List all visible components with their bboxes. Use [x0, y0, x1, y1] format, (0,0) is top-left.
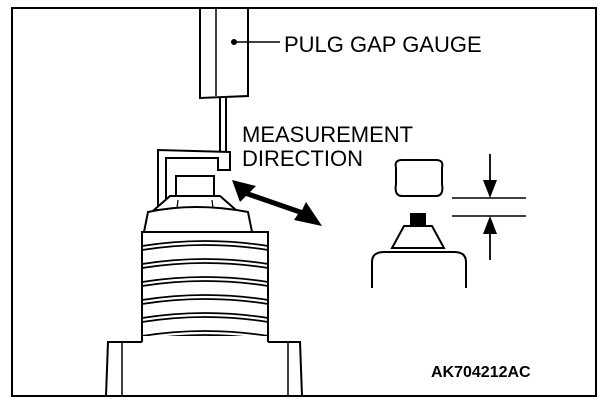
ground-electrode-detail: [394, 159, 444, 197]
plug-hex-base: [104, 341, 304, 397]
figure-code: AK704212AC: [431, 364, 531, 381]
shell-rim: [142, 206, 254, 233]
gauge-handle: [199, 7, 249, 100]
measurement-direction-arrow: [232, 180, 322, 226]
measurement-label-line1: MEASUREMENT: [242, 122, 413, 147]
center-electrode-tip: [410, 213, 426, 227]
spark-plug: [104, 175, 304, 397]
gap-detail: [371, 154, 526, 288]
diagram-border: [11, 7, 597, 397]
center-electrode: [175, 175, 215, 197]
gauge-label: PULG GAP GAUGE: [284, 32, 482, 57]
measurement-label-line2: DIRECTION: [242, 146, 363, 171]
